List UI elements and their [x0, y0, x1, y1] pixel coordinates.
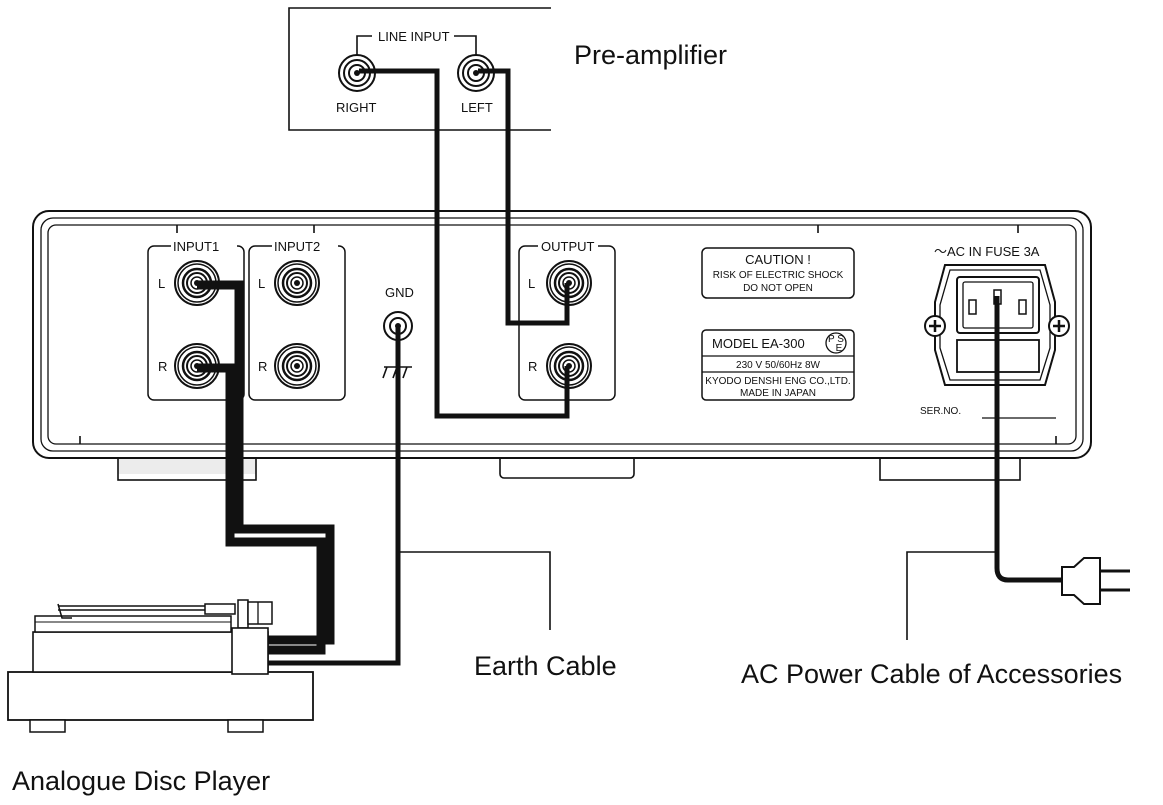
input2-left-jack[interactable]: [273, 259, 321, 307]
right-output-cable: [359, 68, 570, 419]
pre-amplifier: Pre-amplifier LINE INPUT RIGHT LEFT: [288, 7, 727, 131]
left-output-cable: [478, 68, 570, 326]
input1-l-label: L: [158, 276, 165, 291]
pre-amplifier-title: Pre-amplifier: [574, 40, 727, 70]
earth-cable-label: Earth Cable: [474, 651, 617, 681]
line-input-label: LINE INPUT: [378, 29, 450, 44]
output-l-label: L: [528, 276, 535, 291]
svg-text:P S: P S: [828, 334, 844, 345]
preamp-left-label: LEFT: [461, 100, 493, 115]
pse-mark-icon: P S E: [825, 332, 847, 354]
caution-line2: DO NOT OPEN: [743, 283, 813, 294]
caution-title: CAUTION !: [745, 252, 811, 267]
analogue-disc-player-label: Analogue Disc Player: [12, 766, 270, 796]
caution-line1: RISK OF ELECTRIC SHOCK: [713, 270, 844, 281]
input2-label: INPUT2: [274, 239, 320, 254]
analogue-disc-player: [7, 599, 314, 733]
caution-label: CAUTION ! RISK OF ELECTRIC SHOCK DO NOT …: [701, 247, 855, 299]
screw-left-icon: [924, 315, 946, 337]
input1-r-label: R: [158, 359, 167, 374]
ac-plug-icon: [1061, 557, 1130, 605]
input2-r-label: R: [258, 359, 267, 374]
model-spec: 230 V 50/60Hz 8W: [736, 360, 820, 371]
model-maker: KYODO DENSHI ENG CO.,LTD.: [705, 376, 850, 387]
output-label: OUTPUT: [541, 239, 595, 254]
ac-in-label: ～AC IN FUSE 3A: [934, 244, 1040, 259]
model-name: MODEL EA-300: [712, 336, 805, 351]
gnd-label: GND: [385, 285, 414, 300]
amplifier-unit: INPUT1 L R INPUT2 L R GND OUTPUT L R: [32, 210, 1092, 481]
earth-cable: [268, 326, 401, 666]
preamp-right-label: RIGHT: [336, 100, 377, 115]
input1-right-cable: [197, 363, 326, 655]
model-label: MODEL EA-300 P S E 230 V 50/60Hz 8W KYOD…: [701, 329, 855, 401]
input2-l-label: L: [258, 276, 265, 291]
ac-power-cable: [994, 296, 1062, 583]
model-origin: MADE IN JAPAN: [740, 388, 816, 399]
serial-number-label: SER.NO.: [920, 406, 961, 417]
screw-right-icon: [1048, 315, 1070, 337]
svg-text:E: E: [836, 343, 843, 354]
input2-right-jack[interactable]: [273, 342, 321, 390]
ac-power-cable-label: AC Power Cable of Accessories: [741, 659, 1122, 689]
output-r-label: R: [528, 359, 537, 374]
input1-label: INPUT1: [173, 239, 219, 254]
